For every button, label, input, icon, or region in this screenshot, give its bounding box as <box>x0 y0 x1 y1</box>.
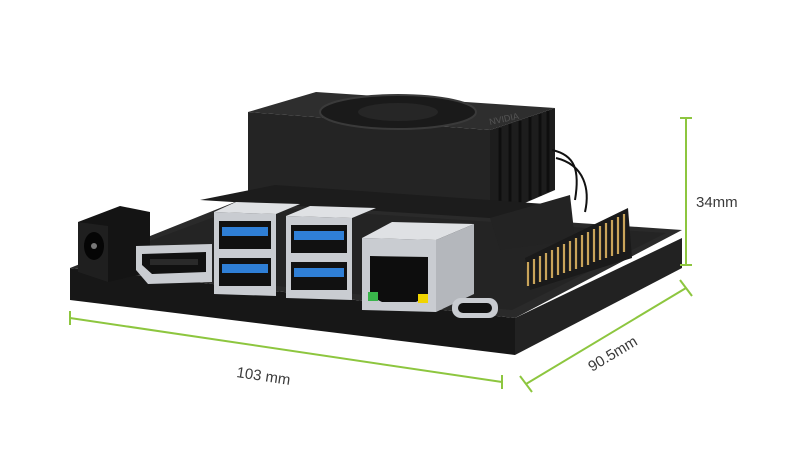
dc-barrel-jack <box>78 206 150 282</box>
dimension-width <box>69 311 503 389</box>
heatsink: NVIDIA <box>248 92 588 218</box>
width-label: 103 mm <box>235 364 291 389</box>
link-led <box>368 292 378 301</box>
hdmi-port <box>136 244 212 284</box>
ethernet-port <box>362 222 474 312</box>
depth-label: 90.5mm <box>585 333 640 375</box>
usb-c-port <box>452 298 498 318</box>
usb-a-stack-left <box>214 202 300 296</box>
dimension-height <box>680 117 692 266</box>
dimension-depth <box>519 279 693 393</box>
heatsink-fins <box>498 111 550 212</box>
gpio-header <box>525 208 632 290</box>
height-label: 34mm <box>696 194 738 211</box>
activity-led <box>418 294 428 303</box>
usb-a-stack-right <box>286 206 376 300</box>
